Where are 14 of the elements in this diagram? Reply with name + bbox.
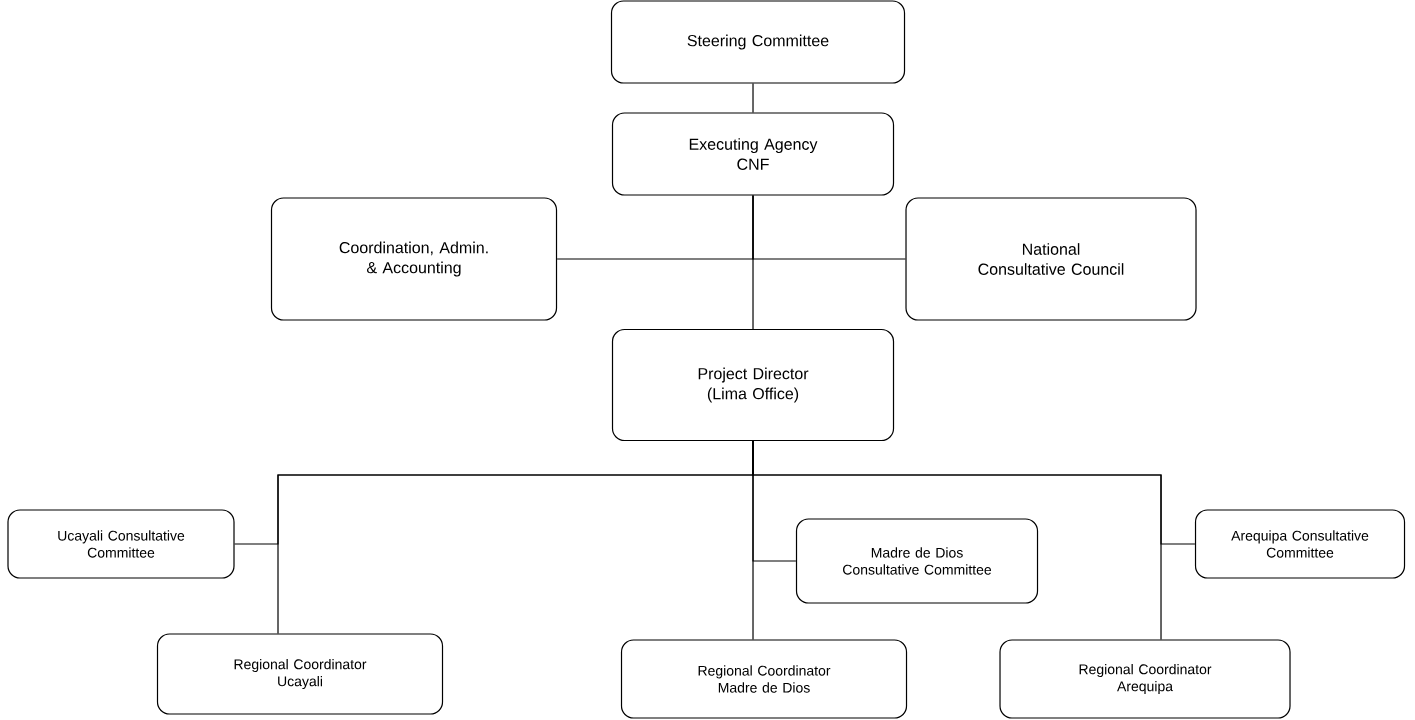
connector-line <box>752 195 754 330</box>
org-box: Regional Coordinator Ucayali <box>156 633 444 715</box>
connector-line <box>752 83 754 113</box>
org-box: Regional Coordinator Arequipa <box>999 639 1291 719</box>
org-box: Ucayali Consultative Committee <box>7 509 235 579</box>
org-box: Executing Agency CNF <box>611 112 895 196</box>
org-box: National Consultative Council <box>905 197 1197 321</box>
connector-line <box>752 440 1196 545</box>
org-box: Regional Coordinator Madre de Dios <box>620 639 908 719</box>
org-box: Coordination, Admin. & Accounting <box>270 197 558 321</box>
org-box: Steering Committee <box>610 0 906 84</box>
org-box: Project Director (Lima Office) <box>611 328 895 442</box>
org-box: Arequipa Consultative Committee <box>1194 509 1406 579</box>
org-box: Madre de Dios Consultative Committee <box>795 518 1039 604</box>
